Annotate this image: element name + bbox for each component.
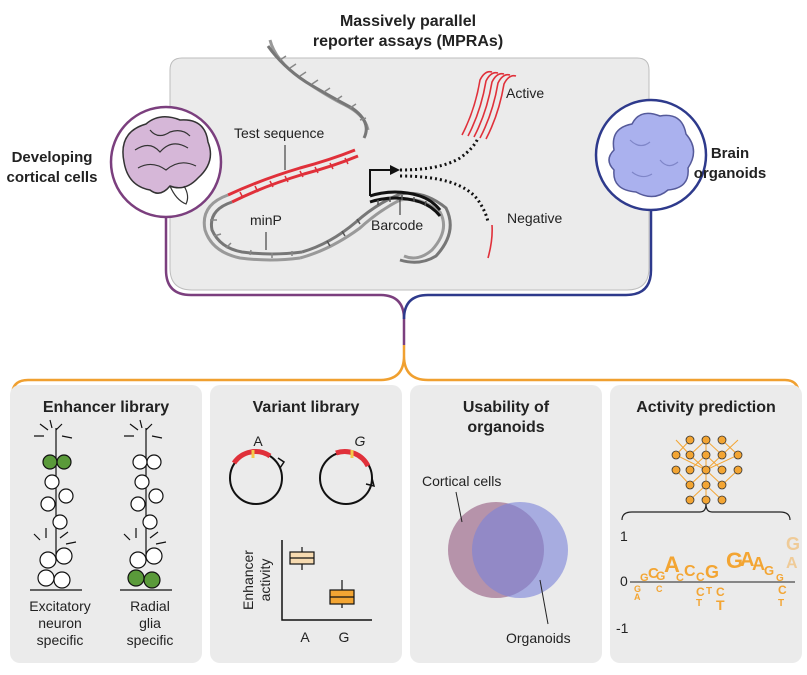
negative-dotted-path [399,174,490,223]
brain-icon [122,116,212,205]
svg-text:C: C [716,585,725,599]
cortical-cells-label: Cortical cells [422,473,501,489]
negative-rna-strand [487,224,493,259]
test-sequence-label: Test sequence [234,125,324,141]
boxplot-ylabel-line2: activity [257,559,273,602]
panel-prediction [610,385,802,663]
left-label-line1: Developing [12,149,93,166]
plasmid-g-icon [319,449,376,505]
tick-mid: 0 [620,573,628,589]
svg-text:G: G [705,562,719,582]
svg-text:C: C [778,583,787,597]
radial-line1: Radial [130,598,170,614]
svg-text:A: A [634,592,641,602]
svg-text:C: C [696,570,705,584]
svg-text:C: C [684,563,696,580]
usability-title-line2: organoids [467,419,544,436]
dna-helix-icon [202,39,452,264]
sequence-logo: G C G A C C C G G A A G G G A G A C C T … [634,534,800,613]
right-label-line1: Brain [711,145,749,162]
plasmid-icon [229,449,286,505]
excitatory-line1: Excitatory [29,598,90,614]
excitatory-line2: neuron [38,615,82,631]
svg-text:G: G [786,534,800,554]
mpra-title-line1: Massively parallel [340,13,476,30]
svg-text:C: C [656,584,663,594]
radial-line3: specific [127,632,174,648]
svg-text:C: C [696,585,705,599]
prediction-title: Activity prediction [636,399,776,416]
panel-variant [210,385,402,663]
svg-text:G: G [640,572,649,584]
allele-g-label: G [355,433,366,449]
venn-organoids [472,502,568,598]
left-label-line2: cortical cells [7,169,98,186]
mpra-title-line2: reporter assays (MPRAs) [313,33,503,50]
svg-text:C: C [648,565,659,582]
neural-network-icon [671,435,743,505]
svg-text:A: A [740,549,754,571]
promoter-arrow [369,165,400,196]
svg-text:G: G [656,569,665,583]
svg-text:G: G [634,584,641,594]
boxplot-x-a: A [300,629,310,645]
variant-title: Variant library [253,399,360,416]
allele-a-label: A [253,433,263,449]
navy-connector [402,180,653,320]
boxplot-axes [281,540,372,621]
boxplot-g [329,580,355,608]
active-label: Active [506,85,544,101]
barcode-label: Barcode [371,217,423,233]
svg-text:T: T [778,598,784,609]
svg-text:C: C [676,572,684,584]
cortical-pointer [455,491,463,523]
tick-bottom: -1 [616,620,629,636]
usability-title-line1: Usability of [463,399,550,416]
enhancer-title: Enhancer library [43,399,169,416]
organoids-label: Organoids [506,630,571,646]
cortex-column-left [30,419,82,591]
right-label-line2: organoids [694,165,767,182]
negative-label: Negative [507,210,562,226]
minp-label: minP [250,212,282,228]
svg-text:T: T [706,586,712,597]
boxplot-x-g: G [339,629,350,645]
svg-text:A: A [752,554,765,574]
svg-text:G: G [726,548,743,573]
svg-text:G: G [764,563,774,578]
svg-text:G: G [776,573,784,584]
svg-text:T: T [696,598,702,609]
mpra-panel [169,57,650,291]
prediction-bracket [621,503,791,521]
boxplot-ylabel-line1: Enhancer [240,550,256,610]
excitatory-line3: specific [37,632,84,648]
organoids-pointer [539,579,549,625]
active-dotted-path [399,137,480,172]
svg-text:A: A [664,552,680,577]
purple-connector [164,210,406,345]
active-rna-strands [461,70,517,140]
cortex-column-right [120,419,172,591]
svg-text:A: A [786,555,798,572]
radial-line2: glia [139,615,161,631]
tick-top: 1 [620,528,628,544]
svg-text:T: T [716,597,725,613]
boxplot-a [289,547,315,570]
organoid-icon [608,112,695,198]
